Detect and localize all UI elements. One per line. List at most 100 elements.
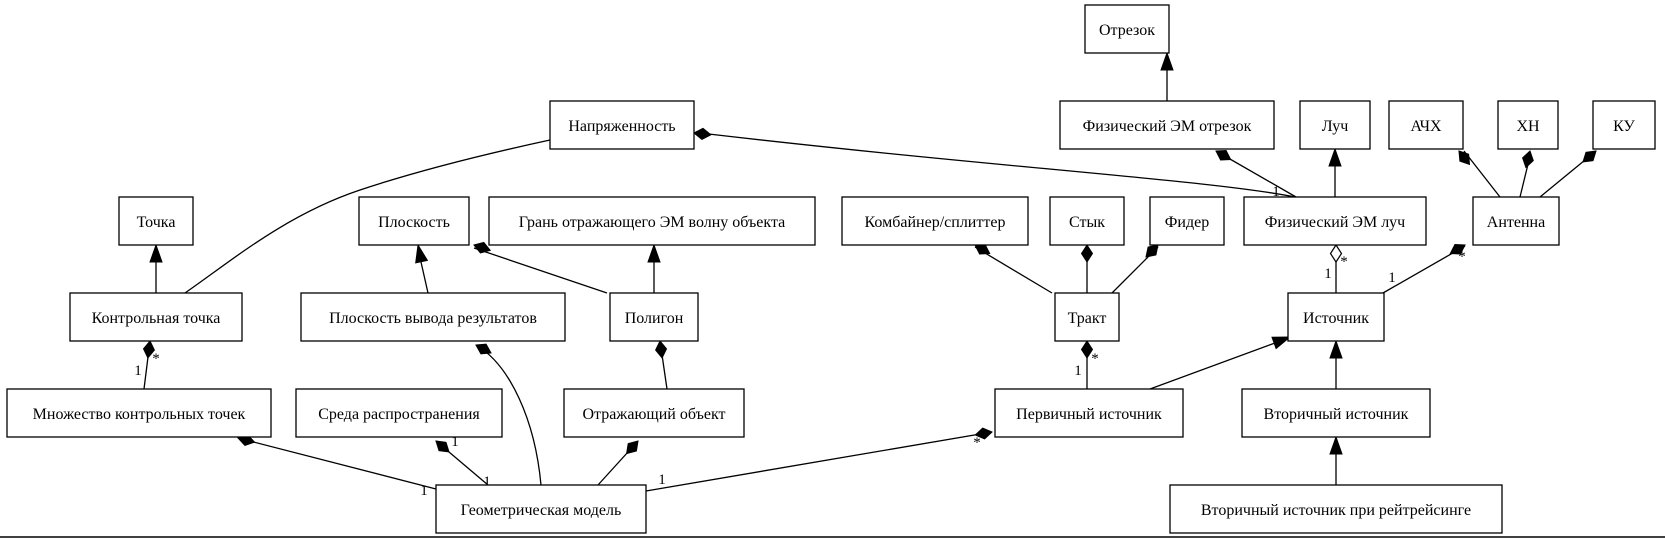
class-label: Полигон	[625, 310, 684, 327]
source-multiplicity: 1	[134, 363, 142, 379]
class-node-ploskost: Плоскость	[358, 196, 470, 246]
composition-diamond	[435, 440, 450, 453]
class-label: Тракт	[1068, 310, 1107, 327]
edge-composition	[1111, 244, 1159, 294]
class-label: Первичный источник	[1016, 406, 1162, 423]
source-multiplicity: 1	[1272, 184, 1280, 200]
composition-diamond	[974, 243, 991, 255]
class-node-kontr-tochka: Контрольная точка	[69, 292, 243, 342]
source-multiplicity: 1	[1388, 270, 1396, 286]
class-box	[1059, 100, 1275, 150]
class-box	[1149, 196, 1225, 246]
class-label: Плоскость	[378, 214, 450, 231]
edge-line	[473, 247, 608, 294]
edge-composition	[974, 243, 1053, 294]
inheritance-arrowhead	[149, 243, 163, 263]
edge-aggregation: 1*	[1324, 243, 1348, 293]
edge-line	[420, 261, 429, 294]
class-label: Напряженность	[568, 118, 675, 135]
class-label: Среда распространения	[318, 406, 480, 423]
class-node-otr-obekt: Отражающий объект	[563, 388, 745, 438]
class-label: Точка	[137, 214, 176, 231]
edge-line	[645, 431, 993, 492]
edge-inheritance	[1160, 51, 1174, 101]
edge-composition: 1*	[134, 340, 160, 390]
class-label: Грань отражающего ЭМ волну объекта	[519, 214, 786, 231]
class-label: Контрольная точка	[92, 310, 221, 327]
class-node-istochnik: Источник	[1287, 292, 1385, 342]
class-node-fider: Фидер	[1149, 196, 1225, 246]
class-node-hn: ХН	[1497, 100, 1559, 150]
inheritance-arrowhead	[1329, 435, 1343, 455]
inheritance-arrowhead	[1160, 51, 1174, 71]
class-node-ku: КУ	[1592, 100, 1656, 150]
class-node-ploskost-vyvoda: Плоскость вывода результатов	[300, 292, 566, 342]
edge-composition: 1*	[645, 427, 993, 492]
source-multiplicity: 1	[1074, 363, 1082, 379]
class-label: Луч	[1322, 118, 1349, 135]
class-label: Множество контрольных точек	[33, 406, 246, 423]
inheritance-arrowhead	[415, 243, 429, 264]
target-multiplicity: *	[1340, 254, 1348, 270]
class-node-styk: Стык	[1049, 196, 1125, 246]
class-label: Антенна	[1487, 214, 1545, 231]
class-box	[1388, 100, 1464, 150]
class-node-tochka: Точка	[118, 196, 194, 246]
class-box	[549, 100, 695, 150]
composition-diamond	[1582, 150, 1597, 163]
class-node-vtor-ist: Вторичный источник	[1241, 388, 1431, 438]
class-label: АЧХ	[1410, 118, 1442, 135]
class-box	[609, 292, 699, 342]
class-label: Вторичный источник	[1264, 406, 1409, 423]
class-label: Отрезок	[1099, 22, 1155, 39]
edge-composition	[1519, 150, 1534, 198]
edge-composition	[597, 440, 639, 486]
class-label: Стык	[1069, 214, 1105, 231]
class-label: КУ	[1613, 118, 1635, 135]
edge-inheritance	[1149, 336, 1292, 390]
class-box	[563, 388, 745, 438]
class-label: Физический ЭМ луч	[1265, 214, 1405, 231]
source-multiplicity: 1	[483, 474, 491, 490]
composition-diamond	[1080, 340, 1094, 359]
class-box	[488, 196, 816, 246]
class-box	[435, 484, 647, 534]
inheritance-arrowhead	[647, 243, 661, 263]
class-box	[1299, 100, 1371, 150]
class-node-trakt: Тракт	[1054, 292, 1120, 342]
composition-diamond	[1522, 150, 1534, 169]
inheritance-arrowhead	[1271, 336, 1292, 350]
class-node-luch: Луч	[1299, 100, 1371, 150]
class-node-otrezok: Отрезок	[1084, 4, 1170, 54]
target-multiplicity: 1	[451, 434, 459, 450]
composition-diamond	[974, 427, 993, 440]
edge-inheritance	[1328, 147, 1342, 197]
class-node-poligon: Полигон	[609, 292, 699, 342]
class-box	[1241, 388, 1431, 438]
class-label: Источник	[1303, 310, 1369, 327]
edge-line	[1149, 342, 1276, 390]
edge-composition	[475, 343, 542, 486]
composition-diamond	[1458, 150, 1471, 166]
composition-diamond	[142, 340, 155, 359]
class-node-antenna: Антенна	[1472, 196, 1560, 246]
edge-inheritance	[415, 243, 429, 294]
composition-diamond	[475, 343, 492, 355]
class-node-ach: АЧХ	[1388, 100, 1464, 150]
edge-composition: 11	[435, 434, 491, 490]
source-multiplicity: 1	[420, 483, 428, 499]
class-box	[1592, 100, 1656, 150]
edge-inheritance	[647, 243, 661, 293]
source-multiplicity: 1	[1324, 266, 1332, 282]
class-box	[69, 292, 243, 342]
edge-composition	[693, 127, 1296, 198]
inheritance-arrowhead	[1328, 147, 1342, 167]
class-node-kombainer: Комбайнер/сплиттер	[841, 196, 1029, 246]
class-label: ХН	[1516, 118, 1540, 135]
class-box	[1084, 4, 1170, 54]
target-multiplicity: *	[152, 351, 160, 367]
class-box	[6, 388, 272, 438]
edge-composition	[1539, 150, 1597, 198]
